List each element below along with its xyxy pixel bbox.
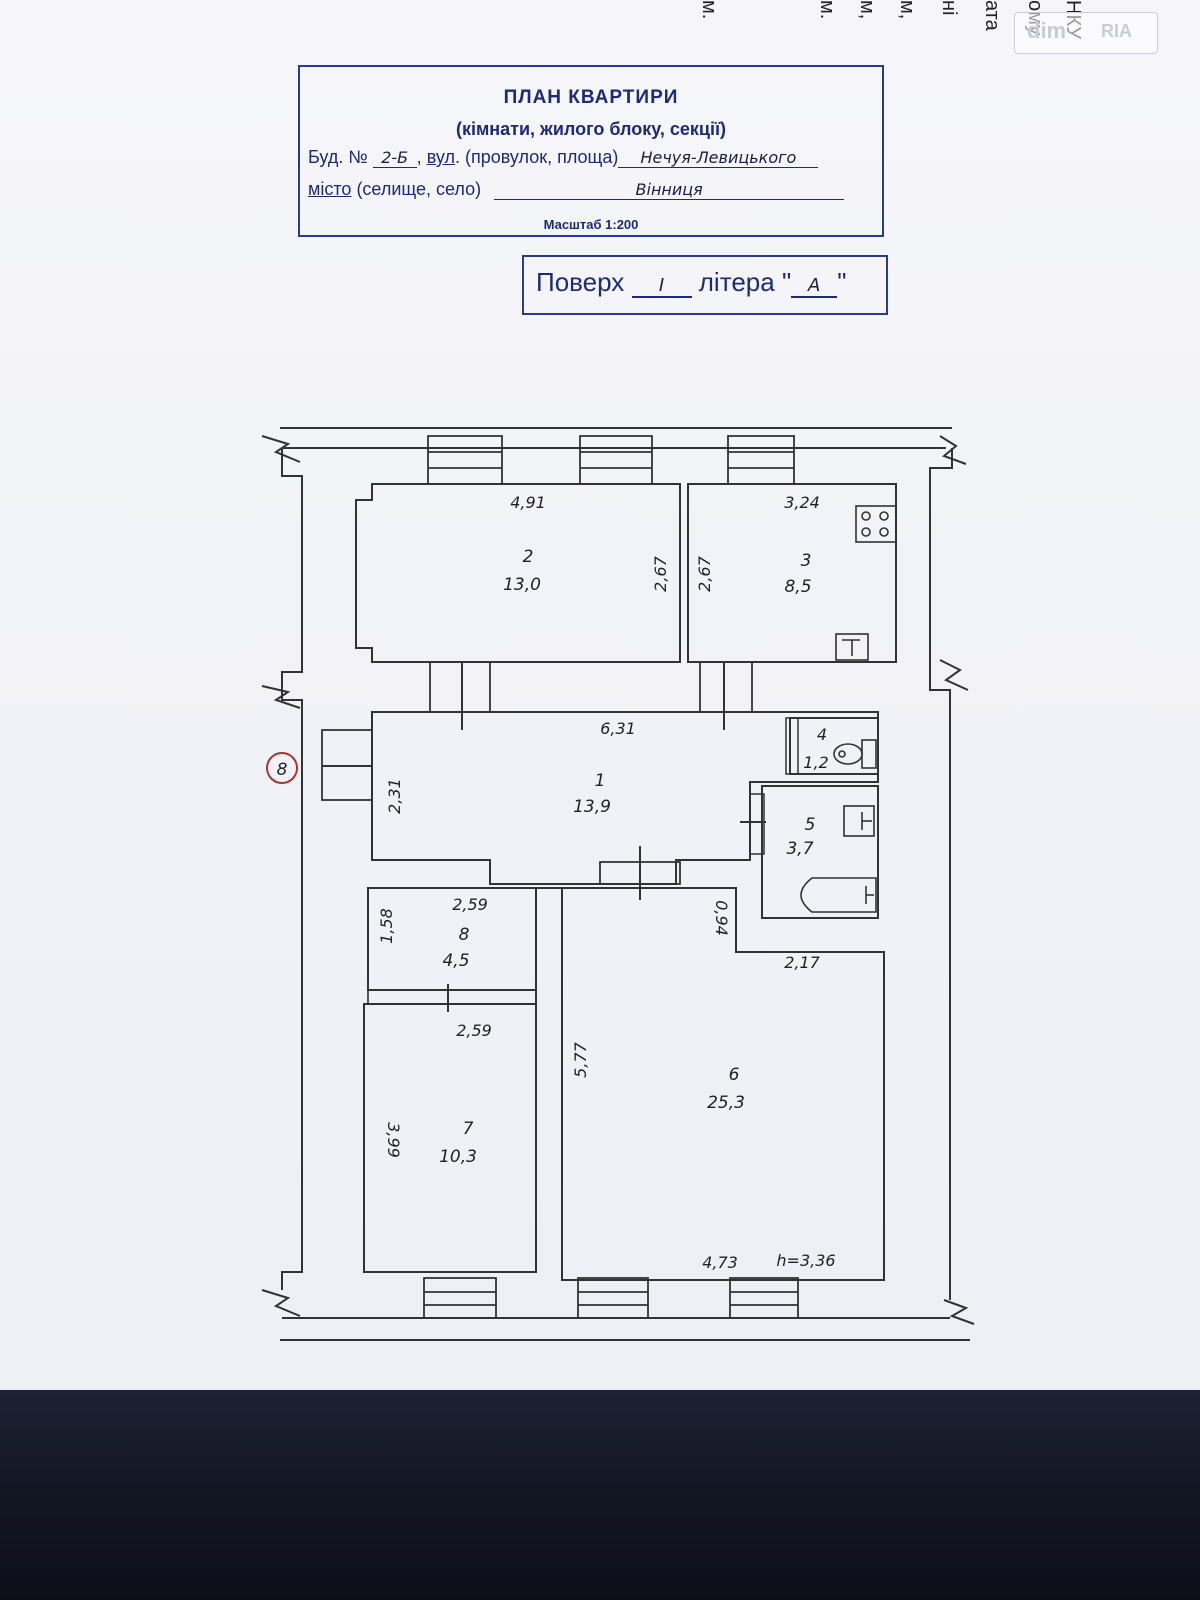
toilet-icon [833,739,877,769]
city-rest: (селище, село) [351,179,482,199]
door [367,989,537,1005]
room-area: 8,5 [784,577,811,597]
door [749,793,765,855]
break-mark [939,659,969,691]
litera-value: А [791,275,838,298]
litera-quote-open: " [781,267,792,297]
litera-quote-close: " [837,267,847,297]
room-area: 25,3 [707,1093,745,1113]
break-mark [939,435,967,465]
door [429,661,491,713]
building-prefix: Буд. № [308,147,368,167]
room-area: 3,7 [786,839,813,859]
dimension-label: 2,59 [456,1021,492,1040]
axis-marker-label: 8 [277,760,288,780]
dimension-label: 2,31 [385,778,404,814]
room-area: 1,2 [803,753,828,772]
dimension-label: 3,99 [384,1122,403,1158]
document-subtitle: (кімнати, жилого блоку, секції) [455,119,727,139]
floor-plan: 8 2 13,0 3 8,5 1 13,9 4 1,2 5 3,7 8 4,5 … [261,427,975,1341]
window [427,435,795,485]
room-area: 13,9 [573,797,611,817]
litera-label: літера [698,267,775,297]
city-value: Вінниця [494,180,845,200]
sink-icon [843,805,875,837]
watermark-right: RIA [1101,21,1132,41]
building-row: Буд. № 2-Б, вул. (провулок, площа)Нечуя-… [308,147,819,168]
dimension-label: 2,67 [651,555,670,591]
room-area: 4,5 [442,951,469,971]
door [699,661,753,713]
break-mark [261,685,301,709]
room-number: 1 [595,771,606,791]
room-6-outline [561,887,885,1281]
axis-marker: 8 [266,752,298,784]
street-word: вул [426,147,455,167]
street-separator: , [416,147,422,167]
building-number: 2-Б [372,148,417,168]
room-area: 10,3 [439,1147,477,1167]
room-number: 7 [463,1119,474,1139]
dimension-label: 1,58 [377,908,396,944]
watermark-logo: dim RIA [1014,12,1158,54]
window [423,1277,799,1319]
title-block: ПЛАН КВАРТИРИ (кімнати, жилого блоку, се… [298,65,884,237]
ceiling-height-label: h=3,36 [776,1251,835,1270]
room-number: 8 [459,925,470,945]
desk-surface [0,1390,1200,1600]
room-number: 2 [523,547,534,567]
room-area: 13,0 [503,575,541,595]
dimension-label: 4,73 [702,1253,738,1272]
room-5-outline [761,785,879,919]
room-number: 5 [805,815,816,835]
document-title: ПЛАН КВАРТИРИ [503,87,679,108]
outer-wall [280,427,970,1341]
street-value: Нечуя-Левицького [618,148,819,168]
dimension-label: 3,24 [784,493,820,512]
room-number: 6 [729,1065,740,1085]
dimension-label: 2,59 [452,895,488,914]
room-number: 4 [817,725,827,744]
floor-value: I [631,275,692,298]
dimension-label: 4,91 [510,493,546,512]
city-word: місто [308,179,352,199]
city-row: місто (селище, село) Вінниця [308,179,845,200]
stove-icon [855,505,897,543]
scale-label: Масштаб 1:200 [543,217,639,232]
dimension-label: 6,31 [600,719,636,738]
dimension-label: 0,94 [712,900,731,936]
floor-block: Поверх I літера "А" [522,255,888,315]
sink-icon [835,633,869,661]
break-mark [261,1289,301,1317]
break-mark [261,435,301,463]
bathtub-icon [800,877,877,913]
dimension-label: 2,67 [695,555,714,591]
break-mark [943,1299,975,1325]
room-number: 3 [801,551,812,571]
floor-label: Поверх [536,267,625,297]
watermark-left: dim [1027,18,1067,43]
door [785,717,799,775]
street-rest: . (провулок, площа) [454,147,619,167]
room-3-outline [687,483,897,663]
dimension-label: 5,77 [571,1041,590,1077]
paper-sheet [0,0,1200,1390]
room-4-outline [789,717,879,775]
dimension-label: 2,17 [784,953,820,972]
